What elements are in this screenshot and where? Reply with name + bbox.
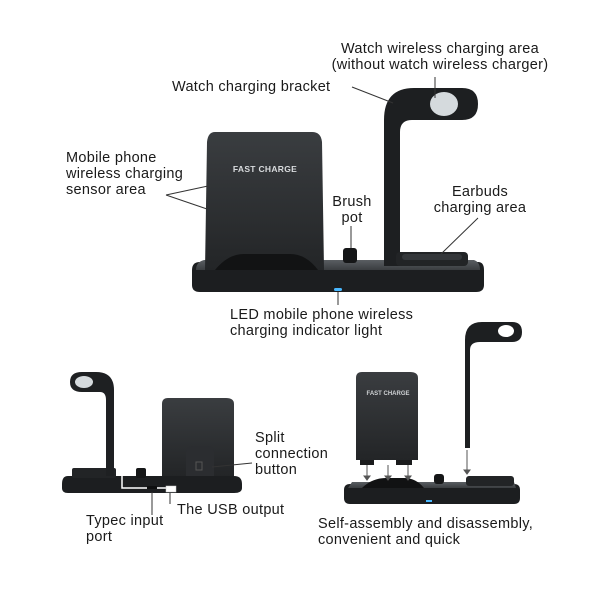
- watch-bracket-label: Watch charging bracket: [172, 79, 331, 95]
- assembly-label: Self-assembly and disassembly, convenien…: [318, 516, 533, 548]
- back-view: [62, 372, 242, 493]
- main-charger: FAST CHARGE: [192, 88, 484, 292]
- watch-area-label-line1: Watch wireless charging area: [340, 41, 540, 57]
- phone-area-label-line1: Mobile phone: [66, 150, 157, 166]
- assembly-label-line1: Self-assembly and disassembly,: [318, 516, 534, 532]
- brush-pot: [343, 248, 357, 263]
- led-label: LED mobile phone wireless charging indic…: [230, 307, 413, 339]
- fast-charge-logo: FAST CHARGE: [233, 164, 297, 174]
- split-button-label: Split connection button: [255, 430, 328, 478]
- earbuds-label: Earbuds charging area: [428, 184, 532, 216]
- svg-text:FAST CHARGE: FAST CHARGE: [366, 391, 409, 397]
- split-label-line1: Split: [255, 430, 285, 446]
- phone-area-label: Mobile phone wireless charging sensor ar…: [66, 150, 183, 198]
- split-label-line3: button: [255, 462, 298, 478]
- watch-area-label-line2: (without watch wireless charger): [331, 57, 549, 73]
- watch-pad: [430, 92, 458, 116]
- phone-area-label-line2: wireless charging: [66, 166, 184, 182]
- disassembled-view: FAST CHARGE: [344, 322, 522, 504]
- led-label-line1: LED mobile phone wireless: [230, 307, 414, 323]
- led-indicator: [334, 288, 342, 291]
- phone-pad: [205, 132, 324, 270]
- brush-pot-label-line2: pot: [341, 210, 363, 226]
- earbuds-label-line1: Earbuds: [451, 184, 509, 200]
- brush-pot-label: Brush pot: [326, 194, 378, 226]
- split-label-line2: connection: [255, 446, 329, 462]
- phone-area-label-line3: sensor area: [66, 182, 146, 198]
- led-label-line2: charging indicator light: [230, 323, 383, 339]
- watch-bracket: [384, 88, 478, 266]
- typec-label: Typec input port: [86, 513, 163, 545]
- brush-pot-label-line1: Brush: [332, 194, 372, 210]
- usb-output-label: The USB output: [177, 502, 285, 518]
- watch-area-label: Watch wireless charging area (without wa…: [315, 41, 565, 73]
- typec-label-line1: Typec input: [86, 513, 164, 529]
- assembly-label-line2: convenient and quick: [318, 532, 461, 548]
- typec-label-line2: port: [86, 529, 113, 545]
- earbuds-label-line2: charging area: [433, 200, 527, 216]
